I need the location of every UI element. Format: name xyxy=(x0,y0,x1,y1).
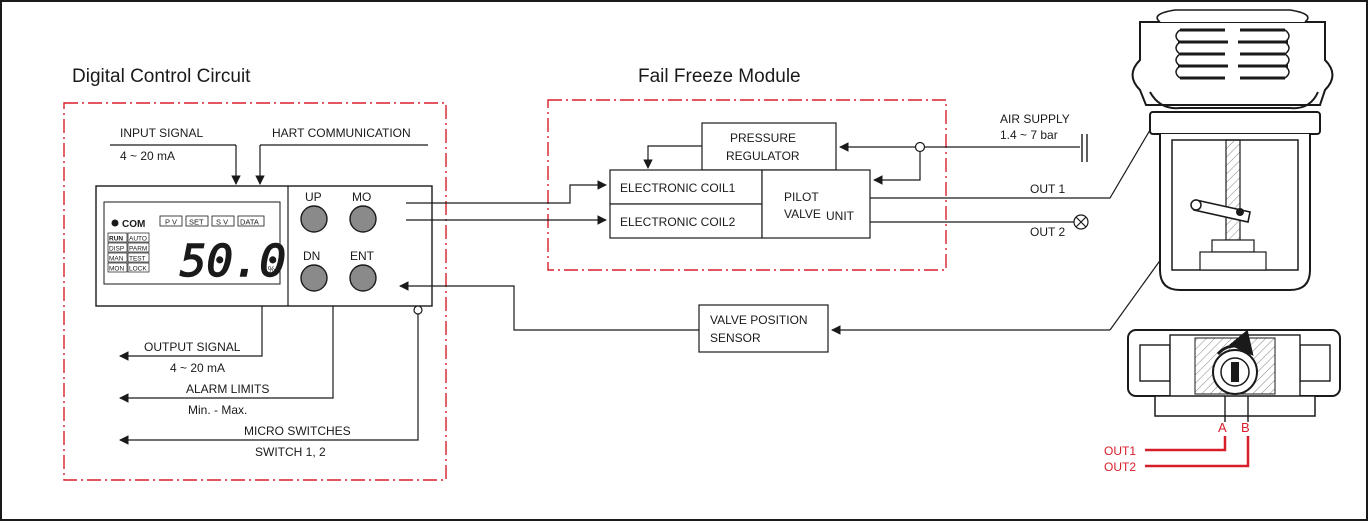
input-signal-label: INPUT SIGNAL xyxy=(120,126,203,140)
tag-set: SET xyxy=(189,218,204,227)
digital-control-boundary xyxy=(63,102,447,481)
input-range-label: 4 ~ 20 mA xyxy=(120,149,175,163)
mode-run: RUN xyxy=(109,236,123,243)
unit-label: UNIT xyxy=(826,209,855,223)
mode-parm: PARM xyxy=(129,246,147,253)
port-b-label: B xyxy=(1241,420,1250,435)
tag-data: DATA xyxy=(240,218,259,227)
pilot-label: PILOT xyxy=(784,190,819,204)
key-up-label: UP xyxy=(305,190,322,204)
tag-pv: P V xyxy=(165,218,177,227)
air-junction-node xyxy=(914,141,926,153)
key-dn-label: DN xyxy=(303,249,320,263)
out2-label: OUT 2 xyxy=(1030,225,1065,239)
mode-man: MAN xyxy=(109,256,124,263)
micro-switch-node xyxy=(413,305,423,315)
out1-red-label: OUT1 xyxy=(1104,444,1136,458)
air-to-pilot-arrow xyxy=(873,151,921,185)
out2-red-line xyxy=(1145,436,1250,468)
hart-label: HART COMMUNICATION xyxy=(272,126,411,140)
actuator-illustration xyxy=(1131,9,1334,291)
sensor-label-2: SENSOR xyxy=(710,331,761,345)
alarm-limits-arrow xyxy=(119,306,334,403)
out1-label: OUT 1 xyxy=(1030,182,1065,196)
fail-freeze-title: Fail Freeze Module xyxy=(638,66,801,87)
valve-position-sensor-block xyxy=(698,304,829,353)
output-signal-label: OUTPUT SIGNAL xyxy=(144,340,241,354)
fail-freeze-boundary xyxy=(547,99,947,271)
out2-red-label: OUT2 xyxy=(1104,460,1136,474)
alarm-range-label: Min. - Max. xyxy=(188,403,247,417)
mode-grid: RUN AUTO DISP PARM MAN TEST MON LOCK xyxy=(107,232,150,273)
micro-switches-label: MICRO SWITCHES xyxy=(244,424,351,438)
tag-sv: S V xyxy=(216,218,228,227)
mode-disp: DISP xyxy=(109,246,124,253)
switch-box-illustration xyxy=(1127,329,1341,422)
key-mo-button[interactable] xyxy=(349,205,377,233)
out1-line xyxy=(870,112,1161,199)
display-unit: % xyxy=(268,265,275,274)
coil2-block xyxy=(609,203,763,239)
key-up-button[interactable] xyxy=(300,205,328,233)
mode-auto: AUTO xyxy=(129,236,147,243)
coil1-label: ELECTRONIC COIL1 xyxy=(620,181,736,195)
mode-mon: MON xyxy=(109,266,124,273)
air-pressure-label: 1.4 ~ 7 bar xyxy=(1000,128,1058,142)
mode-lock: LOCK xyxy=(129,266,147,273)
com-label: COM xyxy=(122,219,145,230)
port-a-label: A xyxy=(1218,420,1227,435)
sensor-to-controller-arrow xyxy=(399,281,699,331)
out1-red-line xyxy=(1145,436,1227,452)
mode-test: TEST xyxy=(129,256,146,263)
output-signal-arrow xyxy=(119,306,263,361)
key-mo-label: MO xyxy=(352,190,371,204)
key-ent-button[interactable] xyxy=(349,264,377,292)
com-indicator-icon xyxy=(111,219,119,227)
display-value: 50.0 xyxy=(180,236,286,287)
air-supply-label: AIR SUPPLY xyxy=(1000,112,1070,126)
sensor-label-1: VALVE POSITION xyxy=(710,313,808,327)
valve-label: VALVE xyxy=(784,207,821,221)
coil1-signal-line xyxy=(406,180,607,204)
regulator-label: REGULATOR xyxy=(726,149,800,163)
pilot-valve-unit-block xyxy=(761,169,871,239)
digital-control-title: Digital Control Circuit xyxy=(72,66,251,87)
key-ent-label: ENT xyxy=(350,249,375,263)
coil2-label: ELECTRONIC COIL2 xyxy=(620,215,736,229)
key-dn-button[interactable] xyxy=(300,264,328,292)
pressure-label: PRESSURE xyxy=(730,131,796,145)
micro-switches-arrow xyxy=(119,314,419,445)
micro-switch-names: SWITCH 1, 2 xyxy=(255,445,326,459)
coil1-block xyxy=(609,169,763,205)
alarm-limits-label: ALARM LIMITS xyxy=(186,382,269,396)
regulator-to-coil-arrow xyxy=(643,145,702,169)
output-range-label: 4 ~ 20 mA xyxy=(170,361,225,375)
